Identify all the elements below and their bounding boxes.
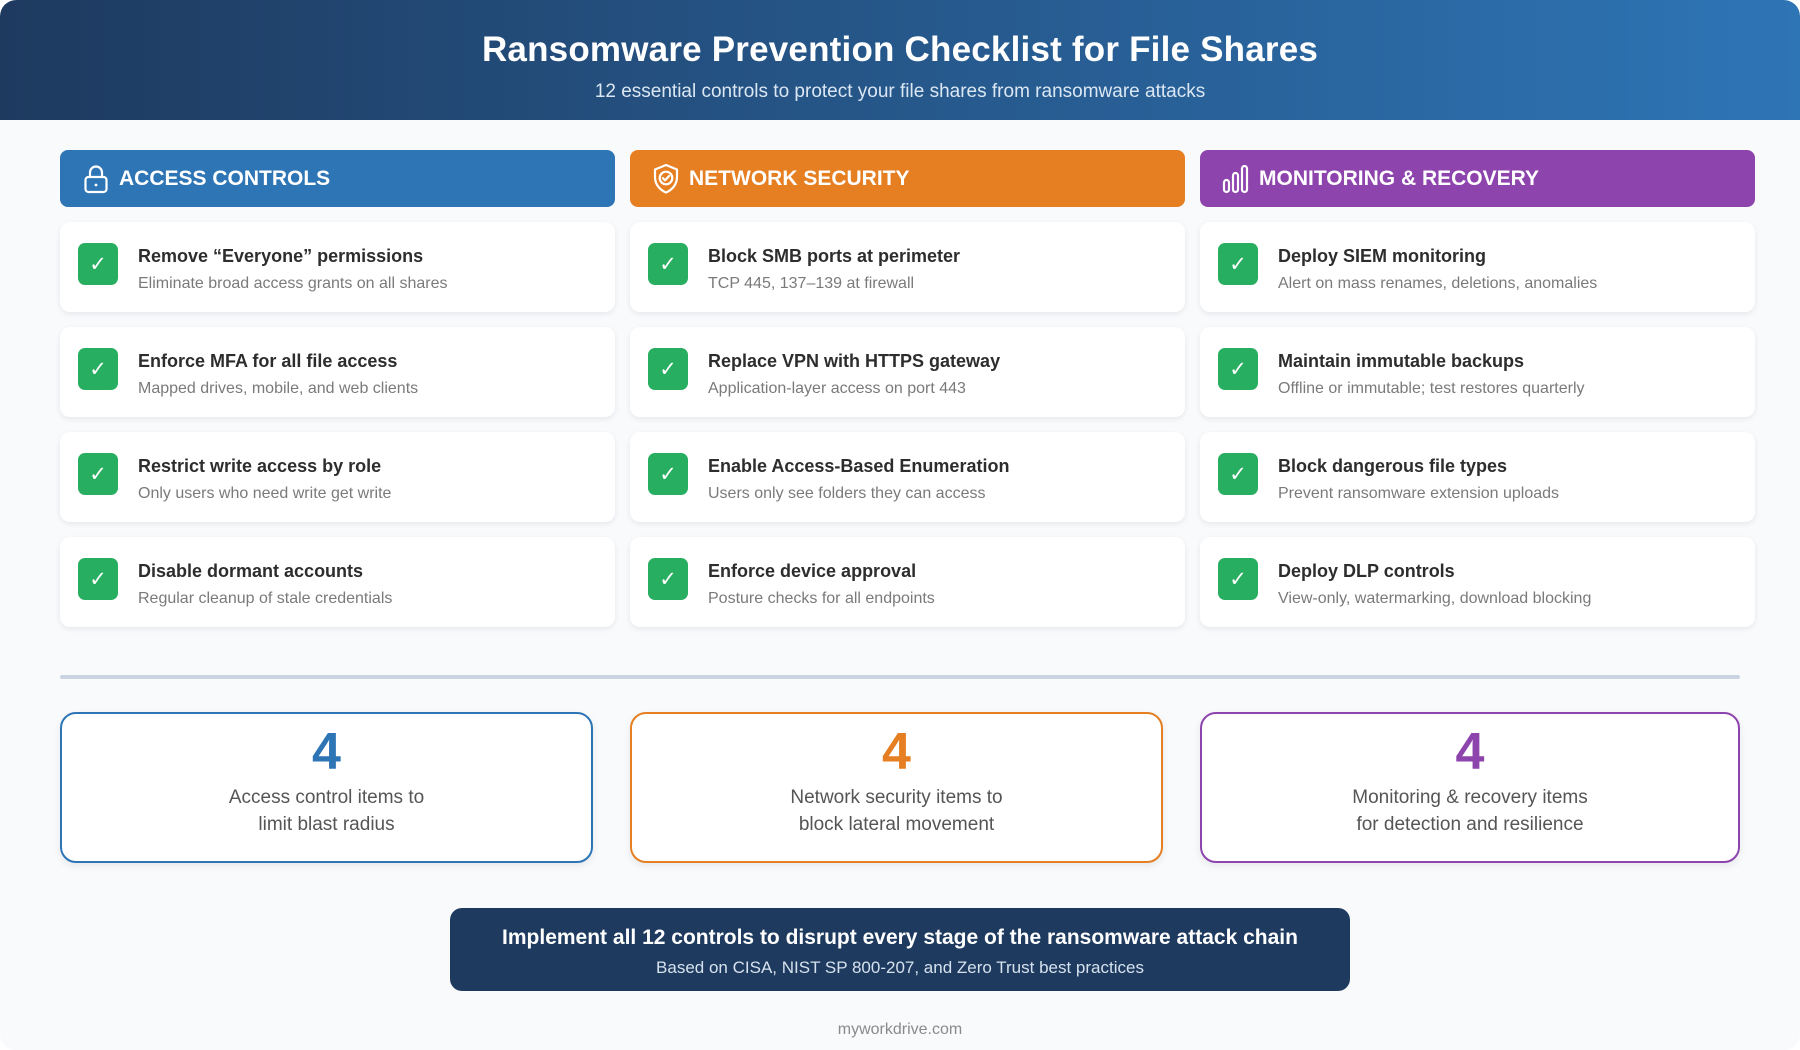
column-monitoring-recovery: MONITORING & RECOVERY ✓ Deploy SIEM moni… <box>1200 150 1755 627</box>
item-title: Enforce MFA for all file access <box>138 351 398 371</box>
call-to-action-banner: Implement all 12 controls to disrupt eve… <box>450 908 1350 991</box>
header-banner: Ransomware Prevention Checklist for File… <box>0 0 1800 120</box>
checkmark-icon: ✓ <box>648 243 688 285</box>
checklist-item: ✓ Enable Access-Based Enumeration Users … <box>630 432 1185 522</box>
section-divider <box>60 675 1740 679</box>
item-description: Mapped drives, mobile, and web clients <box>138 380 419 397</box>
item-title: Deploy DLP controls <box>1278 561 1455 581</box>
stat-number: 4 <box>882 723 911 781</box>
stat-number: 4 <box>1455 723 1485 781</box>
item-title: Enable Access-Based Enumeration <box>708 456 1010 476</box>
item-description: Application-layer access on port 443 <box>708 380 966 397</box>
stat-box-monitoring: 4 Monitoring & recovery items for detect… <box>1200 712 1740 863</box>
item-title: Remove “Everyone” permissions <box>138 246 424 266</box>
checklist-item: ✓ Deploy DLP controls View-only, waterma… <box>1200 537 1755 627</box>
stat-box-access: 4 Access control items to limit blast ra… <box>60 712 593 863</box>
item-description: Eliminate broad access grants on all sha… <box>138 275 448 292</box>
category-label: ACCESS CONTROLS <box>119 166 331 190</box>
category-header-network-security: NETWORK SECURITY <box>630 150 1185 207</box>
checkmark-icon: ✓ <box>78 348 118 390</box>
item-title: Disable dormant accounts <box>138 561 364 581</box>
stat-label: Network security items to block lateral … <box>632 784 1161 838</box>
item-description: Users only see folders they can access <box>708 485 986 502</box>
stat-label-line: Monitoring & recovery items <box>1352 787 1588 808</box>
stat-label: Access control items to limit blast radi… <box>62 784 591 838</box>
checklist-item: ✓ Enforce MFA for all file access Mapped… <box>60 327 615 417</box>
checkmark-icon: ✓ <box>1218 348 1258 390</box>
page-subtitle: 12 essential controls to protect your fi… <box>594 81 1206 102</box>
checkmark-icon: ✓ <box>648 348 688 390</box>
item-title: Restrict write access by role <box>138 456 382 476</box>
checklist-item: ✓ Replace VPN with HTTPS gateway Applica… <box>630 327 1185 417</box>
checkmark-icon: ✓ <box>1218 558 1258 600</box>
checkmark-icon: ✓ <box>1218 243 1258 285</box>
stat-label-line: for detection and resilience <box>1356 814 1584 835</box>
item-description: Posture checks for all endpoints <box>708 590 935 607</box>
item-title: Replace VPN with HTTPS gateway <box>708 351 1001 371</box>
bar-chart-icon <box>1221 163 1251 195</box>
checklist-item: ✓ Restrict write access by role Only use… <box>60 432 615 522</box>
item-description: View-only, watermarking, download blocki… <box>1278 590 1592 607</box>
item-description: TCP 445, 137–139 at firewall <box>708 275 915 292</box>
checkmark-icon: ✓ <box>78 453 118 495</box>
item-description: Regular cleanup of stale credentials <box>138 590 393 607</box>
checkmark-icon: ✓ <box>78 243 118 285</box>
stat-label-line: limit blast radius <box>258 814 395 835</box>
column-access-controls: ACCESS CONTROLS ✓ Remove “Everyone” perm… <box>60 150 615 627</box>
stat-label: Monitoring & recovery items for detectio… <box>1202 784 1738 838</box>
shield-check-icon <box>651 163 681 195</box>
site-attribution: myworkdrive.com <box>837 1021 963 1038</box>
stat-label-line: block lateral movement <box>798 814 995 835</box>
page-title: Ransomware Prevention Checklist for File… <box>481 30 1319 69</box>
category-header-monitoring-recovery: MONITORING & RECOVERY <box>1200 150 1755 207</box>
item-description: Prevent ransomware extension uploads <box>1278 485 1560 502</box>
stat-label-line: Access control items to <box>228 787 425 808</box>
item-description: Only users who need write get write <box>138 485 392 502</box>
checklist-item: ✓ Block SMB ports at perimeter TCP 445, … <box>630 222 1185 312</box>
item-title: Enforce device approval <box>708 561 917 581</box>
item-title: Maintain immutable backups <box>1278 351 1525 371</box>
banner-title: Implement all 12 controls to disrupt eve… <box>502 926 1298 949</box>
item-description: Alert on mass renames, deletions, anomal… <box>1278 275 1598 292</box>
category-label: NETWORK SECURITY <box>689 166 910 190</box>
column-network-security: NETWORK SECURITY ✓ Block SMB ports at pe… <box>630 150 1185 627</box>
checklist-item: ✓ Remove “Everyone” permissions Eliminat… <box>60 222 615 312</box>
stat-box-network: 4 Network security items to block latera… <box>630 712 1163 863</box>
banner-subtitle: Based on CISA, NIST SP 800-207, and Zero… <box>656 958 1144 977</box>
category-header-access-controls: ACCESS CONTROLS <box>60 150 615 207</box>
item-title: Block dangerous file types <box>1278 456 1508 476</box>
checklist-item: ✓ Disable dormant accounts Regular clean… <box>60 537 615 627</box>
checkmark-icon: ✓ <box>648 558 688 600</box>
stat-label-line: Network security items to <box>790 787 1003 808</box>
checkmark-icon: ✓ <box>1218 453 1258 495</box>
checkmark-icon: ✓ <box>78 558 118 600</box>
stat-number: 4 <box>312 723 341 781</box>
checklist-item: ✓ Block dangerous file types Prevent ran… <box>1200 432 1755 522</box>
item-title: Block SMB ports at perimeter <box>708 246 961 266</box>
lock-icon <box>81 163 111 195</box>
checkmark-icon: ✓ <box>648 453 688 495</box>
checklist-item: ✓ Enforce device approval Posture checks… <box>630 537 1185 627</box>
item-description: Offline or immutable; test restores quar… <box>1278 380 1585 397</box>
category-label: MONITORING & RECOVERY <box>1259 166 1540 190</box>
checklist-item: ✓ Maintain immutable backups Offline or … <box>1200 327 1755 417</box>
checklist-item: ✓ Deploy SIEM monitoring Alert on mass r… <box>1200 222 1755 312</box>
item-title: Deploy SIEM monitoring <box>1278 246 1487 266</box>
